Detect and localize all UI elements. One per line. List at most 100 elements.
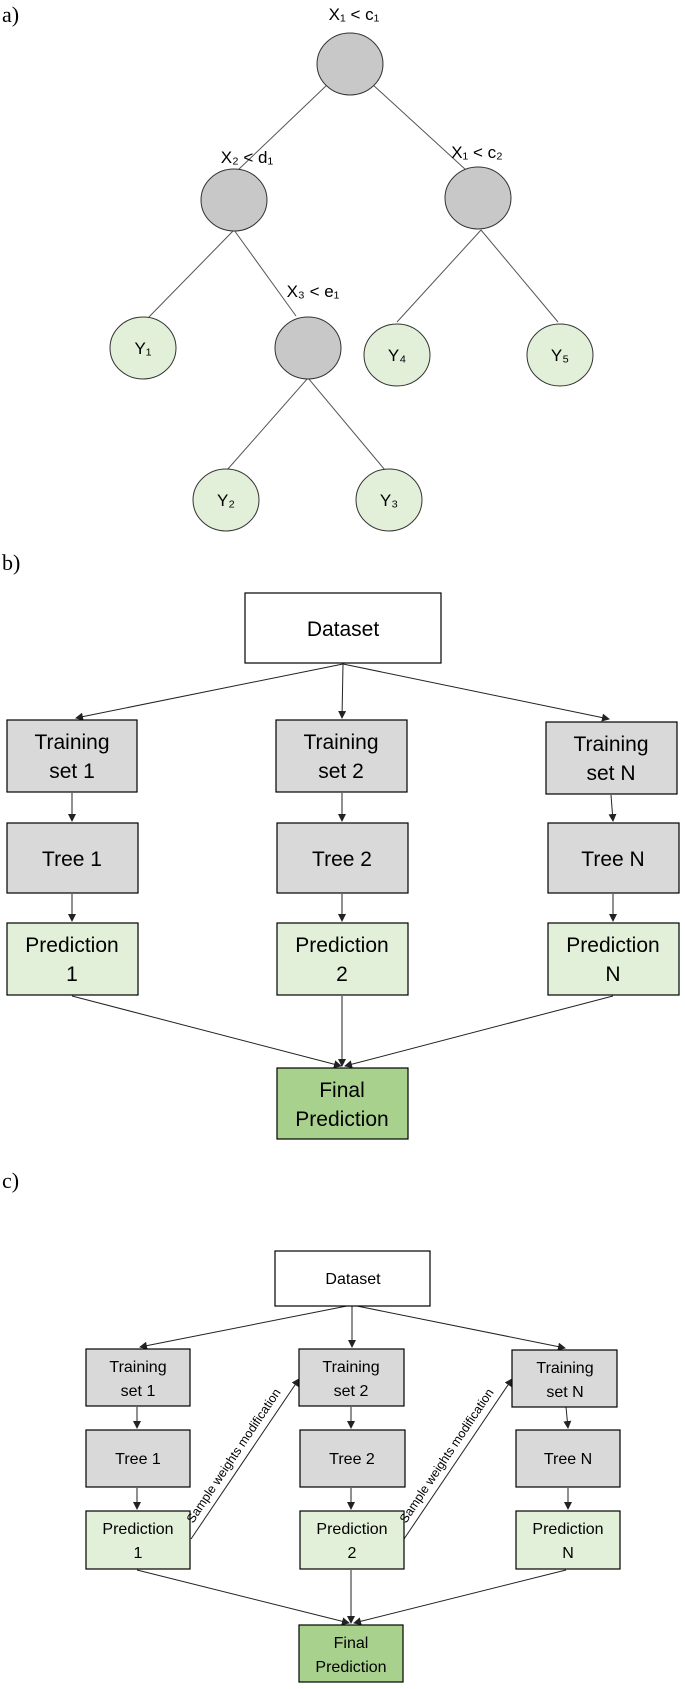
prediction-1-line2: 1 xyxy=(134,1545,143,1562)
panel-c-label: c) xyxy=(2,1168,19,1193)
training-set-n-line1: Training xyxy=(536,1360,593,1377)
condition-left: X₂ < d₁ xyxy=(221,148,274,167)
sample-weights-label-2: Sample weights modification xyxy=(397,1386,497,1525)
final-prediction-line1: Final xyxy=(334,1635,369,1652)
training-set-n-line1: Training xyxy=(573,733,648,756)
condition-right: X₁ < c₂ xyxy=(451,143,503,162)
decision-node-left xyxy=(200,168,268,232)
panel-a: a) X₁ < c₁ X₂ < d₁ X₁ < c₂ X₃ < e₁ Y₁ Y₄… xyxy=(2,2,594,532)
arrow xyxy=(71,995,342,1069)
tree-n-label: Tree N xyxy=(581,848,644,871)
panel-b: b) Dataset Training set 1 Training set 2… xyxy=(2,550,680,1140)
leaf-node-y1 xyxy=(109,316,177,380)
prediction-2-line2: 2 xyxy=(336,963,348,986)
dataset-label: Dataset xyxy=(307,618,380,641)
training-set-1-line2: set 1 xyxy=(121,1383,156,1400)
panel-c: c) Dataset Training set 1 Training set 2… xyxy=(2,1168,621,1683)
arrow xyxy=(75,663,344,721)
tree-edge xyxy=(396,229,482,323)
final-prediction-box xyxy=(276,1067,409,1140)
prediction-n-line2: N xyxy=(605,963,620,986)
tree-2-label: Tree 2 xyxy=(312,848,372,871)
arrow xyxy=(342,663,610,722)
sample-weights-label-1: Sample weights modification xyxy=(184,1386,284,1525)
training-set-2-box xyxy=(298,1348,405,1407)
final-prediction-line2: Prediction xyxy=(315,1659,386,1676)
dataset-label: Dataset xyxy=(325,1271,381,1288)
training-set-2-line2: set 2 xyxy=(318,760,364,783)
decision-node-root xyxy=(316,32,384,96)
arrow xyxy=(139,1304,353,1350)
arrow xyxy=(608,794,617,822)
final-prediction-line1: Final xyxy=(319,1079,365,1102)
leaf-label-y2: Y₂ xyxy=(217,491,235,510)
tree-1-label: Tree 1 xyxy=(42,848,102,871)
prediction-n-line1: Prediction xyxy=(532,1521,603,1538)
training-set-n-box xyxy=(511,1349,618,1408)
training-set-n-box xyxy=(545,721,678,795)
arrow xyxy=(190,1378,300,1540)
prediction-1-box xyxy=(85,1510,191,1570)
tree-2-box xyxy=(299,1429,406,1488)
tree-2-label: Tree 2 xyxy=(329,1451,375,1468)
tree-edge xyxy=(371,83,467,171)
decision-node-left-right xyxy=(274,316,342,380)
arrow xyxy=(563,1406,572,1429)
tree-1-box xyxy=(6,822,139,894)
prediction-2-box xyxy=(276,922,409,996)
leaf-node-y4 xyxy=(363,323,431,387)
decision-node-right xyxy=(444,166,512,230)
tree-edge xyxy=(480,229,559,323)
dataset-box xyxy=(274,1250,431,1307)
tree-n-label: Tree N xyxy=(544,1451,592,1468)
tree-edge xyxy=(237,83,329,171)
training-set-2-line1: Training xyxy=(303,731,378,754)
training-set-1-line1: Training xyxy=(34,731,109,754)
training-set-1-box xyxy=(6,719,138,793)
leaf-label-y5: Y₅ xyxy=(551,346,569,365)
tree-1-box xyxy=(85,1429,191,1488)
condition-left-right: X₃ < e₁ xyxy=(287,282,340,301)
arrow xyxy=(353,1569,567,1626)
tree-2-box xyxy=(276,822,409,894)
tree-edge xyxy=(145,229,235,321)
panel-b-label: b) xyxy=(2,550,20,575)
leaf-label-y4: Y₄ xyxy=(388,346,406,365)
prediction-2-line2: 2 xyxy=(348,1545,357,1562)
arrow xyxy=(136,1569,350,1626)
arrow xyxy=(338,663,347,719)
leaf-label-y1: Y₁ xyxy=(134,339,151,358)
training-set-2-line1: Training xyxy=(322,1359,379,1376)
leaf-node-y5 xyxy=(526,323,594,387)
leaf-node-y2 xyxy=(192,468,260,532)
arrow xyxy=(351,1304,566,1351)
tree-edge xyxy=(226,377,309,471)
final-prediction-box xyxy=(298,1624,404,1683)
prediction-1-box xyxy=(6,922,139,996)
prediction-n-box xyxy=(547,922,680,996)
prediction-2-line1: Prediction xyxy=(316,1521,387,1538)
tree-1-label: Tree 1 xyxy=(115,1451,161,1468)
leaf-label-y3: Y₃ xyxy=(380,491,398,510)
dataset-box xyxy=(244,592,442,664)
condition-root: X₁ < c₁ xyxy=(329,5,380,24)
panel-a-label: a) xyxy=(2,2,19,27)
training-set-1-box xyxy=(85,1348,191,1407)
leaf-node-y3 xyxy=(355,468,423,532)
training-set-2-box xyxy=(275,719,408,793)
tree-n-box xyxy=(547,822,680,894)
prediction-n-box xyxy=(515,1510,621,1570)
training-set-1-line1: Training xyxy=(109,1359,166,1376)
training-set-1-line2: set 1 xyxy=(49,760,95,783)
prediction-1-line1: Prediction xyxy=(102,1521,173,1538)
training-set-n-line2: set N xyxy=(586,762,635,785)
prediction-1-line1: Prediction xyxy=(25,934,118,957)
prediction-2-box xyxy=(299,1510,405,1570)
prediction-n-line2: N xyxy=(562,1545,574,1562)
prediction-n-line1: Prediction xyxy=(566,934,659,957)
prediction-2-line1: Prediction xyxy=(295,934,388,957)
final-prediction-line2: Prediction xyxy=(295,1108,388,1131)
training-set-n-line2: set N xyxy=(546,1384,583,1401)
arrow xyxy=(344,995,614,1069)
